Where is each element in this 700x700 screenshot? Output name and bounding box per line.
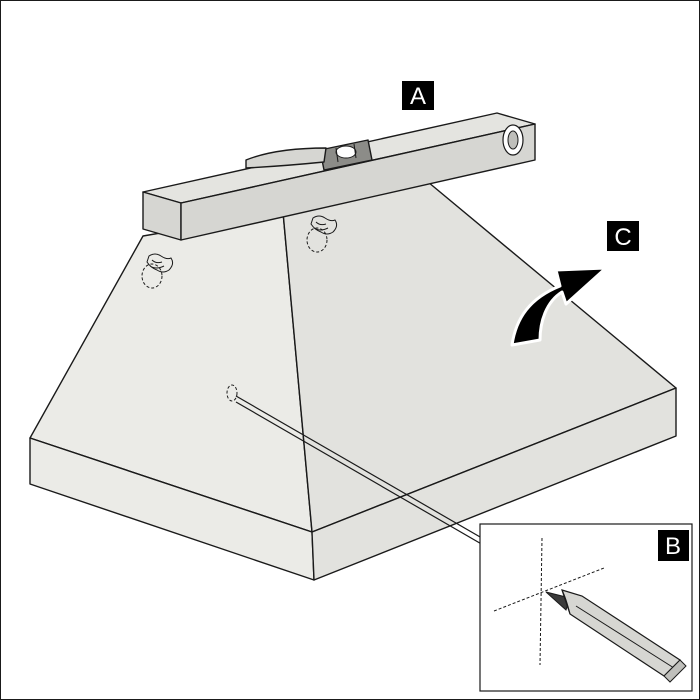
marked-hole xyxy=(226,384,238,402)
spirit-level xyxy=(142,112,536,241)
range-hood xyxy=(29,181,677,581)
hood-corner-edge xyxy=(282,211,313,533)
label-a-text: A xyxy=(410,83,426,110)
label-c: C xyxy=(607,221,639,251)
label-b: B xyxy=(658,530,689,561)
pencil-icon xyxy=(545,589,687,683)
label-b-text: B xyxy=(665,533,681,560)
label-a: A xyxy=(402,81,434,110)
detail-pointer-line xyxy=(235,395,521,561)
rotate-arrow xyxy=(510,266,608,347)
screw-right xyxy=(306,215,338,253)
bubble-vial xyxy=(319,139,373,171)
hood-lip-edge-right xyxy=(311,387,677,533)
end-vial xyxy=(502,124,524,156)
hood-lip-edge-left xyxy=(29,437,313,533)
detail-box xyxy=(479,523,693,692)
mark-line-vertical xyxy=(539,537,543,666)
label-c-text: C xyxy=(614,224,631,251)
screw-left xyxy=(141,253,174,289)
